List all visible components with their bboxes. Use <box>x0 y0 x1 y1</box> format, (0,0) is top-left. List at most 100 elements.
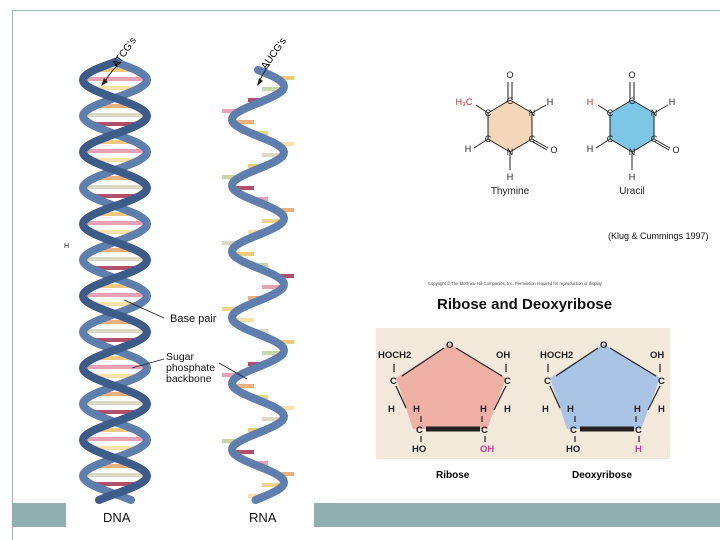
base-pair-rung <box>87 266 143 270</box>
base-pair-rung <box>87 302 143 306</box>
base-pair-rung <box>99 104 131 108</box>
base-pair-rung <box>99 176 131 180</box>
svg-text:C: C <box>658 376 665 387</box>
base-pair-rung <box>99 212 131 216</box>
svg-text:OH: OH <box>650 350 664 361</box>
dna-helix <box>78 58 152 504</box>
svg-text:H: H <box>567 404 574 415</box>
svg-text:C: C <box>416 425 423 436</box>
svg-text:O: O <box>550 145 557 155</box>
base-pair-rung <box>99 392 131 396</box>
svg-text:C: C <box>504 376 511 387</box>
deoxyribose-name: Deoxyribose <box>572 470 632 481</box>
svg-text:C: C <box>529 134 536 144</box>
base-pair-rung <box>99 464 131 468</box>
uracil-h5: H <box>587 97 594 107</box>
svg-text:H: H <box>658 404 665 415</box>
rna-base <box>232 450 254 454</box>
rna-base <box>232 252 254 256</box>
svg-text:H: H <box>542 404 549 415</box>
rna-base <box>232 186 254 190</box>
rna-base <box>262 351 284 355</box>
svg-text:C: C <box>481 425 488 436</box>
rna-base <box>262 87 284 91</box>
base-pair-rung <box>99 320 131 324</box>
svg-text:C: C <box>635 425 642 436</box>
rna-top-arrowhead <box>257 78 263 86</box>
side-mark: H <box>64 243 70 250</box>
base-pair-pointer <box>123 299 165 319</box>
svg-text:H: H <box>480 404 487 415</box>
rna-base <box>262 153 284 157</box>
base-pair-rung <box>84 257 146 261</box>
svg-text:C: C <box>544 376 551 387</box>
rna-base <box>262 417 284 421</box>
base-pair-label: Base pair <box>170 313 217 325</box>
base-pair-rung <box>99 356 131 360</box>
uracil-ring <box>609 99 655 153</box>
svg-text:H: H <box>465 144 472 154</box>
base-pair-rung <box>99 428 131 432</box>
citation: (Klug & Cummings 1997) <box>608 231 709 241</box>
dna-label: DNA <box>103 510 131 525</box>
svg-text:C: C <box>485 134 492 144</box>
svg-text:C: C <box>485 108 492 118</box>
base-pair-rung <box>84 401 146 405</box>
svg-text:C: C <box>607 134 614 144</box>
base-pair-rung <box>84 221 146 225</box>
svg-text:HO: HO <box>412 444 426 455</box>
svg-text:O: O <box>628 70 635 80</box>
svg-text:H: H <box>629 172 636 182</box>
rna-base <box>262 285 284 289</box>
deoxyribose-ring <box>550 344 660 429</box>
base-pair-rung <box>84 77 146 81</box>
uracil-name: Uracil <box>619 186 645 197</box>
base-pair-rung <box>87 446 143 450</box>
base-pair-rung <box>84 365 146 369</box>
svg-text:C: C <box>507 96 514 106</box>
base-pair-rung <box>84 329 146 333</box>
svg-text:H: H <box>388 404 395 415</box>
base-pair-rung <box>99 140 131 144</box>
svg-text:O: O <box>600 340 607 351</box>
svg-text:HOCH2: HOCH2 <box>540 350 573 361</box>
base-pair-rung <box>99 68 131 72</box>
copyright-note: Copyright © The McGraw-Hill Companies, I… <box>428 281 603 286</box>
base-pair-rung <box>84 185 146 189</box>
ribose-oh-highlight: OH <box>480 444 494 455</box>
rna-base <box>262 483 284 487</box>
svg-text:O: O <box>446 340 453 351</box>
rna-helix <box>221 66 295 504</box>
svg-text:H: H <box>669 97 676 107</box>
svg-text:H: H <box>587 144 594 154</box>
dna-top-arrowhead <box>101 78 108 86</box>
svg-text:N: N <box>507 147 514 157</box>
svg-text:N: N <box>529 108 536 118</box>
base-pair-rung <box>84 473 146 477</box>
base-pair-rung <box>99 284 131 288</box>
base-pair-rung <box>99 248 131 252</box>
backbone-label: Sugar phosphate backbone <box>166 351 216 385</box>
base-pair-rung <box>84 437 146 441</box>
base-pair-rung <box>87 86 143 90</box>
bases-diagram: O C N H C O N H C H C H₃C Thymine O C N … <box>456 70 680 197</box>
backbone-pointer-rna <box>218 362 248 380</box>
base-pair-rung <box>87 122 143 126</box>
svg-text:HO: HO <box>566 444 580 455</box>
backbone-strand <box>78 58 152 504</box>
rna-label: RNA <box>249 510 277 525</box>
svg-text:N: N <box>629 147 636 157</box>
svg-text:N: N <box>651 108 658 118</box>
rna-base <box>232 120 254 124</box>
sugars-title: Ribose and Deoxyribose <box>437 296 613 313</box>
base-pair-rung <box>84 113 146 117</box>
svg-text:C: C <box>607 108 614 118</box>
svg-text:HOCH2: HOCH2 <box>378 350 411 361</box>
thymine-ring <box>487 99 533 153</box>
ribose-name: Ribose <box>436 470 470 481</box>
svg-text:H: H <box>413 404 420 415</box>
svg-text:H: H <box>547 97 554 107</box>
deoxyribose-h-highlight: H <box>635 444 642 455</box>
base-pair-rung <box>87 374 143 378</box>
